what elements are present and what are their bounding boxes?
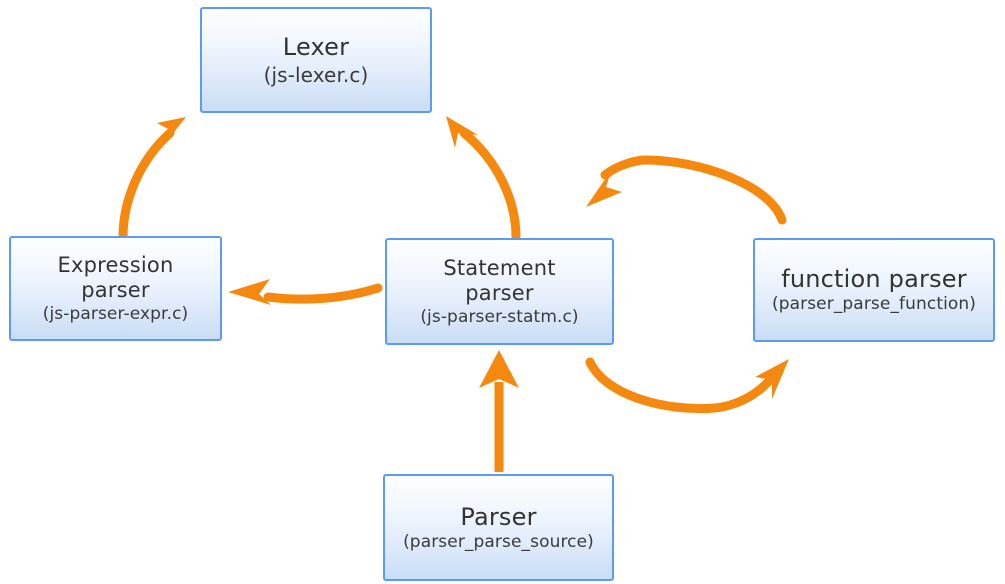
node-lexer-title: Lexer	[282, 33, 350, 62]
edge-expr-to-lexer	[118, 117, 186, 242]
node-lexer[interactable]: Lexer (js-lexer.c)	[200, 7, 432, 113]
node-parser[interactable]: Parser (parser_parse_source)	[383, 474, 614, 581]
node-function-parser-title: function parser	[781, 265, 967, 294]
edge-function-to-statm	[586, 155, 787, 225]
node-expression-parser-title: Expression parser	[57, 253, 174, 302]
node-statement-parser-title: Statement parser	[443, 256, 556, 305]
node-expression-parser[interactable]: Expression parser (js-parser-expr.c)	[9, 236, 222, 341]
node-function-parser-subtitle: (parser_parse_function)	[771, 294, 977, 315]
edge-statm-to-function	[585, 357, 789, 414]
edge-statm-to-expr	[228, 279, 383, 305]
node-expression-parser-subtitle: (js-parser-expr.c)	[42, 303, 189, 324]
node-statement-parser[interactable]: Statement parser (js-parser-statm.c)	[385, 238, 614, 345]
node-statement-parser-subtitle: (js-parser-statm.c)	[420, 306, 579, 327]
node-parser-title: Parser	[460, 502, 537, 531]
node-function-parser[interactable]: function parser (parser_parse_function)	[753, 238, 995, 342]
node-lexer-subtitle: (js-lexer.c)	[263, 62, 369, 87]
node-parser-subtitle: (parser_parse_source)	[403, 531, 594, 552]
edge-parser-to-statm	[479, 350, 519, 472]
edge-statm-to-lexer	[446, 116, 521, 242]
